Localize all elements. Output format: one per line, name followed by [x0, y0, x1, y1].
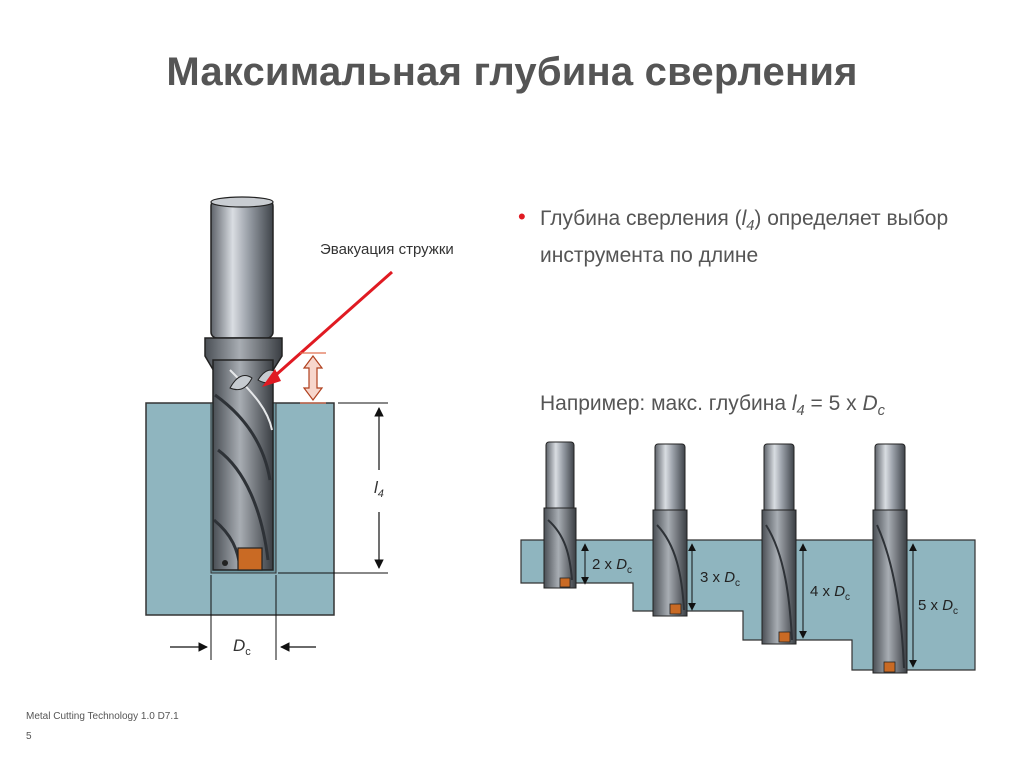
bullet-text: • Глубина сверления (l4) определяет выбо…: [518, 204, 988, 271]
depth-label: l4: [374, 478, 384, 500]
depth-examples-figure: 2 x Dc 3 x Dc 4 x Dc 5 x Dc: [520, 441, 976, 674]
drill-5xdc: 5 x Dc: [872, 443, 958, 674]
example-middle: = 5 x: [804, 392, 863, 415]
stepped-workpiece: [520, 539, 976, 671]
cutting-insert: [237, 547, 263, 571]
main-drill-figure: l4 Dc: [145, 196, 393, 660]
example-d: D: [862, 392, 878, 415]
chip-evacuation-label: Эвакуация стружки: [320, 241, 454, 258]
example-l-sub: 4: [796, 403, 805, 420]
footer-page-number: 5: [26, 731, 32, 742]
drill-2xdc: 2 x Dc: [543, 441, 632, 589]
svg-text:4 x Dc: 4 x Dc: [810, 583, 850, 603]
callout-arrow: [267, 270, 393, 384]
example-text: Например: макс. глубина l4 = 5 x Dc: [540, 392, 885, 419]
bullet-text-end: ) определяет выбор инструмента по длине: [540, 207, 949, 268]
drill-4xdc: 4 x Dc: [761, 443, 850, 645]
svg-text:2 x Dc: 2 x Dc: [592, 556, 632, 576]
example-l: l: [791, 392, 797, 415]
footer-source: Metal Cutting Technology 1.0 D7.1: [26, 711, 179, 722]
drill-3xdc: 3 x Dc: [652, 443, 740, 617]
bullet-symbol: l: [741, 207, 747, 230]
bullet-text-start: Глубина сверления (: [540, 207, 742, 230]
example-d-sub: c: [877, 403, 885, 420]
example-start: Например: макс. глубина: [540, 392, 792, 415]
bullet-dot-icon: •: [518, 204, 526, 229]
diameter-label: Dc: [233, 636, 251, 658]
svg-text:3 x Dc: 3 x Dc: [700, 569, 740, 589]
svg-text:5 x Dc: 5 x Dc: [918, 597, 958, 617]
bullet-symbol-sub: 4: [746, 218, 755, 235]
slide-title: Максимальная глубина сверления: [166, 50, 858, 94]
drill-shank: [210, 199, 274, 339]
